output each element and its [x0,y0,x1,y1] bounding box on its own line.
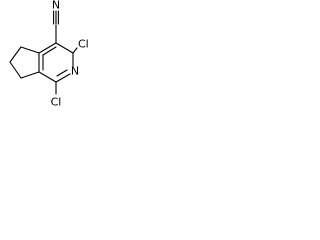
bond-c4-c3 [55,42,74,54]
bond-c1-c7a [38,71,57,83]
bond-c3-chlorine [72,47,78,54]
bond-n2-c1-outer [55,73,71,83]
chlorine-substituents: Cl Cl [51,38,89,109]
pyridine-ring: N [38,42,79,83]
bond-c4a-c4 [38,42,57,54]
bond-c4a-c4-inner [42,46,57,56]
bond-c5-c6 [9,46,22,63]
bond-n2-c1-inner [56,69,68,77]
bond-c7-c7a [20,71,40,79]
atom-label-chlorine-lower: Cl [51,96,62,109]
atom-label-ring-n: N [71,65,79,78]
atom-label-nitrile-n: N [52,0,60,12]
nitrile-group: N [52,0,60,44]
chemical-structure: N N Cl Cl [9,0,89,109]
bond-c4a-c5 [20,46,40,54]
atom-label-chlorine-upper: Cl [78,38,89,51]
bond-c6-c7 [9,61,22,79]
cyclopentane-ring [9,46,40,79]
